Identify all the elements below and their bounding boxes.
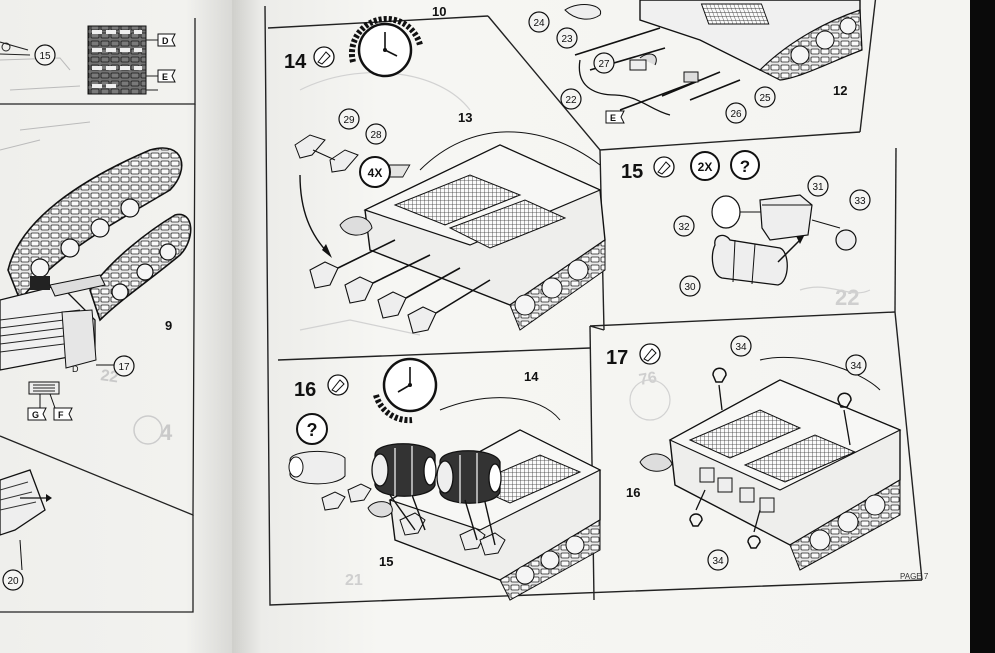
background-edge bbox=[970, 0, 995, 653]
part-number-13: 13 bbox=[458, 110, 472, 125]
part-number-15: 15 bbox=[379, 554, 393, 569]
svg-text:25: 25 bbox=[759, 93, 771, 104]
svg-text:G: G bbox=[32, 410, 39, 420]
svg-text:27: 27 bbox=[598, 59, 610, 70]
part-number-16: 16 bbox=[626, 485, 640, 500]
callout-17: 17 bbox=[113, 355, 135, 377]
glue-icon bbox=[327, 374, 349, 396]
svg-text:E: E bbox=[610, 113, 616, 123]
svg-text:24: 24 bbox=[533, 18, 545, 29]
page-number: PAGE 7 bbox=[900, 572, 929, 581]
part-number-10: 10 bbox=[432, 4, 446, 19]
callout-22: 22 bbox=[560, 88, 582, 110]
svg-text:2X: 2X bbox=[698, 160, 713, 174]
callout-26: 26 bbox=[725, 102, 747, 124]
callout-25: 25 bbox=[754, 86, 776, 108]
glue-icon bbox=[653, 156, 675, 178]
glue-icon bbox=[639, 343, 661, 365]
callout-30: 30 bbox=[679, 275, 701, 297]
svg-text:31: 31 bbox=[812, 182, 824, 193]
step-14-drawing bbox=[294, 131, 606, 334]
step-17-drawing bbox=[639, 356, 902, 571]
svg-text:?: ? bbox=[307, 420, 318, 440]
step-15-number: 15 bbox=[621, 161, 643, 183]
svg-text:?: ? bbox=[740, 157, 750, 176]
callout-24: 24 bbox=[528, 11, 550, 33]
svg-text:4: 4 bbox=[160, 420, 173, 445]
flag-d: D bbox=[157, 33, 176, 47]
callout-32: 32 bbox=[673, 215, 695, 237]
svg-text:30: 30 bbox=[684, 282, 696, 293]
svg-text:34: 34 bbox=[712, 556, 724, 567]
track-assembly bbox=[0, 147, 192, 371]
callout-34-top-left: 34 bbox=[730, 335, 752, 357]
flag-e: E bbox=[157, 69, 176, 83]
step-top-right-drawing bbox=[564, 0, 863, 116]
callout-27: 27 bbox=[593, 52, 615, 74]
lower-part bbox=[0, 469, 52, 571]
svg-text:22: 22 bbox=[835, 285, 859, 310]
flag-f: F bbox=[53, 407, 73, 421]
question-icon: ? bbox=[296, 413, 328, 445]
step-15-drawing bbox=[711, 194, 857, 286]
callout-23: 23 bbox=[556, 27, 578, 49]
svg-text:D: D bbox=[162, 36, 169, 46]
svg-text:26: 26 bbox=[730, 109, 742, 120]
svg-text:17: 17 bbox=[118, 362, 130, 373]
callout-20: 20 bbox=[2, 569, 24, 591]
bleed-through: 22 21 76 bbox=[345, 285, 859, 589]
svg-text:4X: 4X bbox=[368, 166, 383, 180]
glue-icon bbox=[313, 46, 335, 68]
svg-text:22: 22 bbox=[565, 95, 577, 106]
part-number-12: 12 bbox=[833, 83, 847, 98]
part-number-9: 9 bbox=[165, 318, 172, 333]
step-17-number: 17 bbox=[606, 347, 628, 369]
svg-text:34: 34 bbox=[850, 361, 862, 372]
left-page-drawings: 22 4 bbox=[0, 18, 196, 613]
callout-29: 29 bbox=[338, 108, 360, 130]
callout-31: 31 bbox=[807, 175, 829, 197]
part-number-14: 14 bbox=[524, 369, 539, 384]
svg-text:34: 34 bbox=[735, 342, 747, 353]
svg-text:33: 33 bbox=[854, 196, 866, 207]
flag-g: G bbox=[27, 407, 47, 421]
multiplier-4x: 4X bbox=[359, 156, 391, 188]
svg-text:22: 22 bbox=[99, 367, 119, 386]
step-14-number: 14 bbox=[284, 51, 307, 73]
question-icon: ? bbox=[730, 150, 760, 180]
svg-text:21: 21 bbox=[345, 572, 363, 589]
svg-text:76: 76 bbox=[638, 369, 659, 389]
track-sprue bbox=[87, 25, 158, 95]
flag-e-top: E bbox=[605, 110, 625, 124]
callout-28: 28 bbox=[365, 123, 387, 145]
svg-text:29: 29 bbox=[343, 115, 355, 126]
svg-text:32: 32 bbox=[678, 222, 690, 233]
step-16-drawing bbox=[288, 397, 602, 601]
svg-text:20: 20 bbox=[7, 576, 19, 587]
callout-15: 15 bbox=[34, 44, 56, 66]
multiplier-2x: 2X bbox=[690, 151, 720, 181]
svg-text:F: F bbox=[58, 410, 64, 420]
callout-34-bottom: 34 bbox=[707, 549, 729, 571]
step-16-number: 16 bbox=[294, 379, 316, 401]
svg-text:28: 28 bbox=[370, 130, 382, 141]
svg-text:23: 23 bbox=[561, 34, 573, 45]
small-label-d: D bbox=[72, 364, 79, 374]
svg-text:15: 15 bbox=[39, 51, 51, 62]
clock-icon bbox=[373, 357, 438, 424]
svg-text:E: E bbox=[162, 72, 168, 82]
callout-34-top-right: 34 bbox=[845, 354, 867, 376]
clock-icon bbox=[348, 15, 423, 78]
callout-33: 33 bbox=[849, 189, 871, 211]
